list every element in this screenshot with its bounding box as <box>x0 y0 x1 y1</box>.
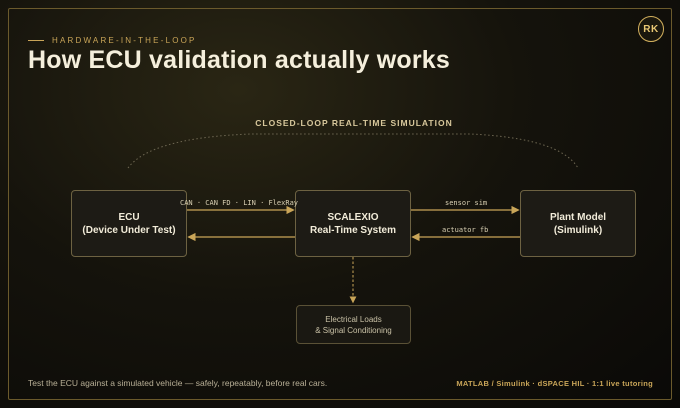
edge-label-bus: CAN · CAN FD · LIN · FlexRay <box>180 199 299 207</box>
edge-label-sensor: sensor sim <box>445 199 488 207</box>
node-scalexio-subtitle: Real-Time System <box>310 224 396 236</box>
node-plant-subtitle: (Simulink) <box>553 224 603 236</box>
edge-label-actuator: actuator fb <box>442 226 489 234</box>
kicker-text: HARDWARE-IN-THE-LOOP <box>52 36 197 45</box>
slide-frame <box>8 8 672 400</box>
section-kicker: HARDWARE-IN-THE-LOOP <box>28 36 197 45</box>
kicker-line <box>28 40 44 41</box>
page-title: How ECU validation actually works <box>28 46 450 74</box>
node-ecu-title: ECU <box>118 211 140 223</box>
node-loads-line1: Electrical Loads <box>325 314 382 324</box>
footer-tagline: Test the ECU against a simulated vehicle… <box>28 378 328 388</box>
node-loads-line2: & Signal Conditioning <box>315 325 392 335</box>
author-badge: RK <box>638 16 664 42</box>
node-scalexio: SCALEXIO Real-Time System <box>295 190 411 257</box>
node-plant-title: Plant Model <box>549 211 607 223</box>
node-scalexio-title: SCALEXIO <box>327 211 379 223</box>
node-electrical-loads: Electrical Loads & Signal Conditioning <box>296 305 411 344</box>
node-ecu: ECU (Device Under Test) <box>71 190 187 257</box>
loop-label: CLOSED-LOOP REAL-TIME SIMULATION <box>255 118 453 128</box>
node-plant-model: Plant Model (Simulink) <box>520 190 636 257</box>
node-ecu-subtitle: (Device Under Test) <box>82 224 176 236</box>
closed-loop-arc <box>127 133 579 169</box>
footer-tools: MATLAB / Simulink · dSPACE HIL · 1:1 liv… <box>456 379 653 388</box>
